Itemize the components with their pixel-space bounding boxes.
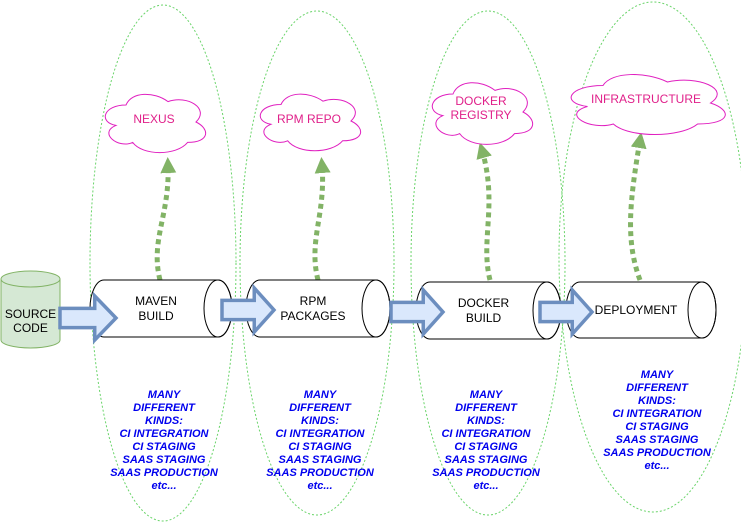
process-label: RPM	[300, 294, 327, 308]
note-line: etc...	[473, 480, 498, 492]
publish-arrows	[154, 132, 647, 281]
cloud-label: NEXUS	[133, 112, 174, 126]
note-line: DIFFERENT	[133, 402, 196, 414]
cloud-label: INFRASTRUCTURE	[591, 92, 701, 106]
process-label: DEPLOYMENT	[595, 303, 678, 317]
flow-arrows	[58, 283, 595, 345]
flow-arrow-2	[220, 283, 277, 337]
note-line: CI STAGING	[454, 441, 518, 453]
flow-arrow-1	[58, 291, 119, 345]
note-line: MANY	[148, 389, 182, 401]
publish-arrow-docker	[476, 142, 493, 281]
note-line: KINDS:	[467, 415, 505, 427]
publish-arrow-maven	[154, 157, 177, 281]
publish-arrow-rpm	[312, 157, 331, 281]
note-line: etc...	[307, 480, 332, 492]
note-line: KINDS:	[301, 415, 339, 427]
note-line: MANY	[470, 389, 504, 401]
note-line: DIFFERENT	[289, 402, 352, 414]
note-line: SAAS STAGING	[279, 454, 362, 466]
cloud-label: DOCKER	[455, 94, 507, 108]
process-deployment: DEPLOYMENT	[565, 281, 717, 339]
note-line: CI STAGING	[625, 421, 689, 433]
note-line: etc...	[644, 460, 669, 472]
note-line: KINDS:	[638, 395, 676, 407]
note-line: CI INTEGRATION	[119, 428, 209, 440]
note-line: CI STAGING	[288, 441, 352, 453]
note-line: CI INTEGRATION	[612, 408, 702, 420]
cloud-maven: NEXUS	[104, 93, 206, 153]
stage-zone-maven	[89, 4, 237, 522]
flow-arrow-4	[538, 285, 595, 339]
cloud-icon	[259, 93, 361, 152]
note-line: DIFFERENT	[455, 402, 518, 414]
note-line: SAAS PRODUCTION	[110, 467, 219, 479]
note-line: etc...	[151, 480, 176, 492]
process-label: BUILD	[466, 311, 502, 325]
stage-zone-deployment	[558, 1, 741, 513]
stage-zone-docker	[410, 10, 566, 516]
note-line: SAAS STAGING	[616, 434, 699, 446]
database-cylinder-icon	[0, 270, 61, 349]
source-label: SOURCE	[5, 307, 56, 321]
stage-zones	[89, 1, 741, 522]
note-line: DIFFERENT	[626, 382, 689, 394]
cloud-deployment: INFRASTRUCTURE	[570, 74, 726, 135]
process-label: DOCKER	[458, 296, 510, 310]
note-line: CI INTEGRATION	[441, 428, 531, 440]
process-label: MAVEN	[135, 294, 177, 308]
note-line: SAAS STAGING	[123, 454, 206, 466]
cloud-label: REGISTRY	[450, 108, 511, 122]
process-label: PACKAGES	[280, 309, 345, 323]
cloud-icon	[431, 82, 533, 145]
note-line: CI INTEGRATION	[275, 428, 365, 440]
note-line: SAAS PRODUCTION	[266, 467, 375, 479]
flow-arrow-3	[389, 285, 446, 339]
note-line: SAAS PRODUCTION	[432, 467, 541, 479]
note-line: SAAS STAGING	[445, 454, 528, 466]
note-line: KINDS:	[145, 415, 183, 427]
process-cylinders: MAVENBUILDRPMPACKAGESDOCKERBUILDDEPLOYME…	[89, 279, 717, 340]
cloud-label: RPM REPO	[277, 112, 341, 126]
process-label: BUILD	[138, 309, 174, 323]
cloud-icon	[570, 74, 726, 135]
cloud-icon	[104, 93, 206, 153]
source-label: CODE	[13, 321, 48, 335]
publish-arrow-deployment	[628, 132, 647, 281]
note-line: MANY	[641, 369, 675, 381]
note-line: MANY	[304, 389, 338, 401]
stage-zone-rpm	[239, 10, 395, 516]
note-line: CI STAGING	[132, 441, 196, 453]
note-line: SAAS PRODUCTION	[603, 447, 712, 459]
cloud-rpm: RPM REPO	[259, 93, 361, 152]
